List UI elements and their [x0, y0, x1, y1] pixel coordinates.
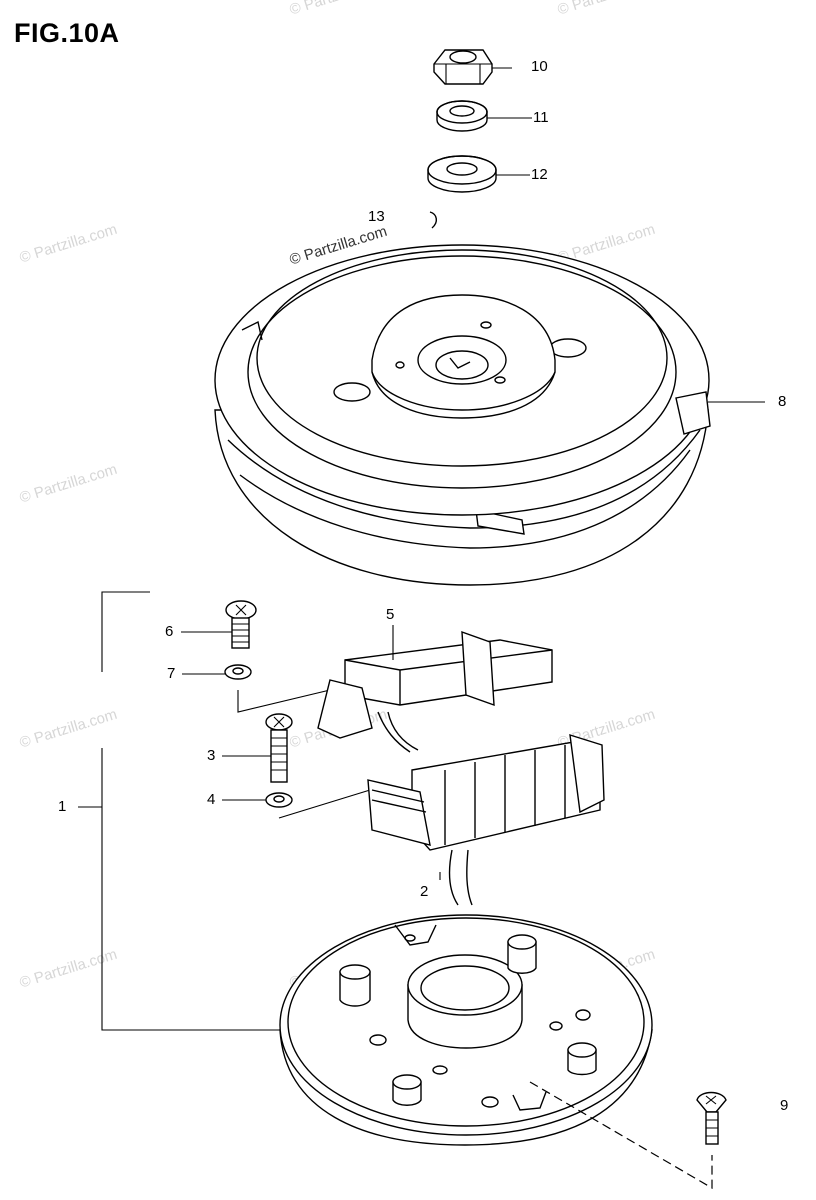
leader-dashed-line [529, 1081, 713, 1190]
part-3-screw [265, 713, 293, 783]
part-10-nut [433, 49, 493, 85]
part-9-screw [696, 1091, 727, 1145]
callout-6[interactable]: 6 [165, 623, 174, 640]
leader-line [237, 689, 331, 713]
figure-title: FIG.10A [14, 18, 120, 48]
part-2-pulser-coil [367, 734, 605, 906]
callout-4[interactable]: 4 [207, 791, 216, 808]
group-1-bracket [101, 591, 282, 1031]
part-8-flywheel [214, 244, 711, 586]
leader-line [278, 789, 371, 819]
callout-10[interactable]: 10 [531, 58, 548, 75]
callout-3[interactable]: 3 [207, 747, 216, 764]
part-4-washer [265, 792, 293, 808]
callout-2[interactable]: 2 [420, 883, 429, 900]
part-5-charge-coil [317, 630, 553, 753]
part-6-screw [225, 600, 257, 649]
part-7-washer [224, 664, 252, 680]
callout-8[interactable]: 8 [778, 393, 787, 410]
callout-9[interactable]: 9 [780, 1097, 789, 1114]
callout-5[interactable]: 5 [386, 606, 395, 623]
part-13-key [429, 211, 437, 229]
callout-13[interactable]: 13 [368, 208, 385, 225]
part-11-washer [436, 100, 488, 132]
callout-7[interactable]: 7 [167, 665, 176, 682]
callout-11[interactable]: 11 [533, 109, 549, 126]
part-12-washer [427, 155, 497, 193]
callout-12[interactable]: 12 [531, 166, 548, 183]
callout-1[interactable]: 1 [58, 798, 67, 815]
stator-base-plate [279, 914, 653, 1146]
